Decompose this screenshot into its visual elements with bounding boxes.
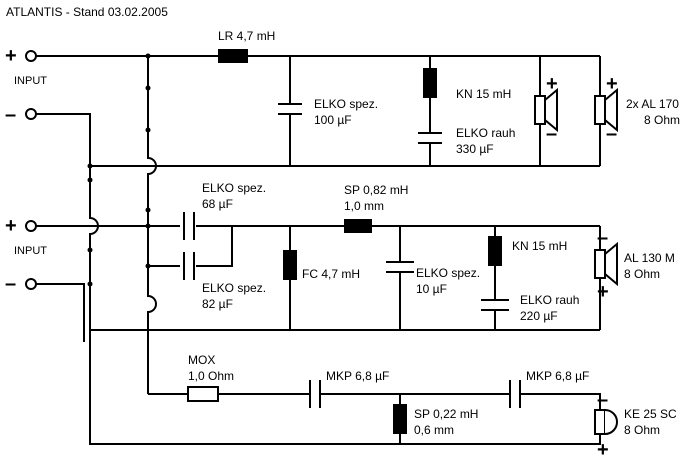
sp-082mh-label: SP 0,82 mH: [344, 183, 408, 197]
woofer-speaker-a-icon: [534, 87, 558, 133]
mid-section-wiring: [90, 225, 601, 331]
junction-dots: [87, 53, 151, 287]
elko-68uf-capacitor: [183, 212, 195, 240]
mid-speaker-plus: +: [597, 281, 609, 303]
mox-value: 1,0 Ohm: [188, 369, 234, 383]
input-1-minus-terminal: [25, 108, 37, 120]
elko-100uf-label: ELKO spez.: [314, 97, 378, 111]
elko-100uf-capacitor: [278, 103, 302, 115]
input-2-plus-sign: +: [5, 215, 17, 237]
tweeter-speaker-icon: [594, 409, 618, 435]
mid-speaker-label: AL 130 M: [624, 251, 675, 265]
mid-speaker-icon: [594, 241, 618, 287]
woofer-speaker-b-icon: [594, 87, 618, 133]
elko-rauh-330uf-value: 330 µF: [456, 142, 494, 156]
tweeter-section-wiring: [89, 342, 601, 445]
schematic-title: ATLANTIS - Stand 03.02.2005: [6, 5, 168, 19]
mid-speaker-minus: –: [597, 227, 608, 249]
mid-speaker-impedance: 8 Ohm: [624, 267, 660, 281]
woofer-section-wiring: [36, 55, 601, 167]
kn-15mh-label: KN 15 mH: [456, 87, 511, 101]
input-2-minus-terminal: [25, 278, 37, 290]
elko-rauh-330uf-label: ELKO rauh: [456, 126, 515, 140]
elko-82uf-label: ELKO spez.: [202, 281, 266, 295]
elko-10uf-label: ELKO spez.: [416, 266, 480, 280]
woofer-speaker-a-plus: +: [546, 73, 558, 95]
sp-022mh-inductor: [393, 404, 407, 434]
mox-resistor: [187, 386, 219, 402]
tweeter-speaker-plus: +: [597, 439, 609, 460]
woofer-speaker-label: 2x AL 170: [626, 97, 679, 111]
kn-15mh-mid-label: KN 15 mH: [512, 239, 567, 253]
elko-rauh-330uf-capacitor: [418, 132, 442, 144]
input-2: + INPUT –: [5, 215, 47, 295]
lr-label: LR 4,7 mH: [218, 29, 275, 43]
sp-082mh-inductor: [344, 219, 372, 233]
fc-47mh-inductor: [283, 250, 297, 280]
lr-inductor: [218, 49, 248, 63]
fc-47mh-label: FC 4,7 mH: [302, 267, 360, 281]
mkp-68uf-capacitor-1: [309, 380, 321, 408]
input-1: + INPUT –: [5, 45, 47, 126]
input-1-plus-sign: +: [5, 45, 17, 67]
input-2-plus-terminal: [25, 220, 37, 232]
input-1-plus-terminal: [25, 50, 37, 62]
elko-68uf-value: 68 µF: [202, 197, 233, 211]
woofer-speaker-b-plus: +: [606, 73, 618, 95]
kn-15mh-mid-inductor: [488, 236, 502, 266]
input-2-label: INPUT: [14, 245, 47, 257]
input-1-label: INPUT: [14, 75, 47, 87]
elko-100uf-value: 100 µF: [314, 113, 352, 127]
kn-15mh-inductor: [423, 68, 437, 98]
elko-rauh-220uf-value: 220 µF: [520, 309, 558, 323]
elko-rauh-220uf-capacitor: [481, 299, 509, 311]
woofer-speaker-impedance: 8 Ohm: [644, 113, 680, 127]
input-2-minus-sign: –: [5, 273, 16, 295]
elko-rauh-220uf-label: ELKO rauh: [520, 293, 579, 307]
elko-68uf-label: ELKO spez.: [202, 181, 266, 195]
woofer-speaker-b-minus: –: [606, 123, 617, 145]
mkp-68uf-1-label: MKP 6,8 µF: [326, 369, 389, 383]
sp-022mh-label: SP 0,22 mH: [414, 407, 478, 421]
woofer-speaker-a-minus: –: [546, 123, 557, 145]
sp-082mh-wire: 1,0 mm: [344, 199, 384, 213]
elko-10uf-capacitor: [386, 261, 414, 273]
tweeter-speaker-label: KE 25 SC: [624, 407, 677, 421]
input-1-minus-sign: –: [5, 104, 16, 126]
tweeter-speaker-impedance: 8 Ohm: [624, 423, 660, 437]
elko-82uf-capacitor: [183, 252, 195, 280]
sp-022mh-wire: 0,6 mm: [414, 423, 454, 437]
elko-82uf-value: 82 µF: [202, 297, 233, 311]
mkp-68uf-capacitor-2: [509, 380, 521, 408]
tweeter-speaker-minus: –: [597, 389, 608, 411]
elko-10uf-value: 10 µF: [416, 282, 447, 296]
left-bus-wiring: [36, 130, 180, 394]
mox-label: MOX: [188, 353, 215, 367]
mkp-68uf-2-label: MKP 6,8 µF: [526, 369, 589, 383]
